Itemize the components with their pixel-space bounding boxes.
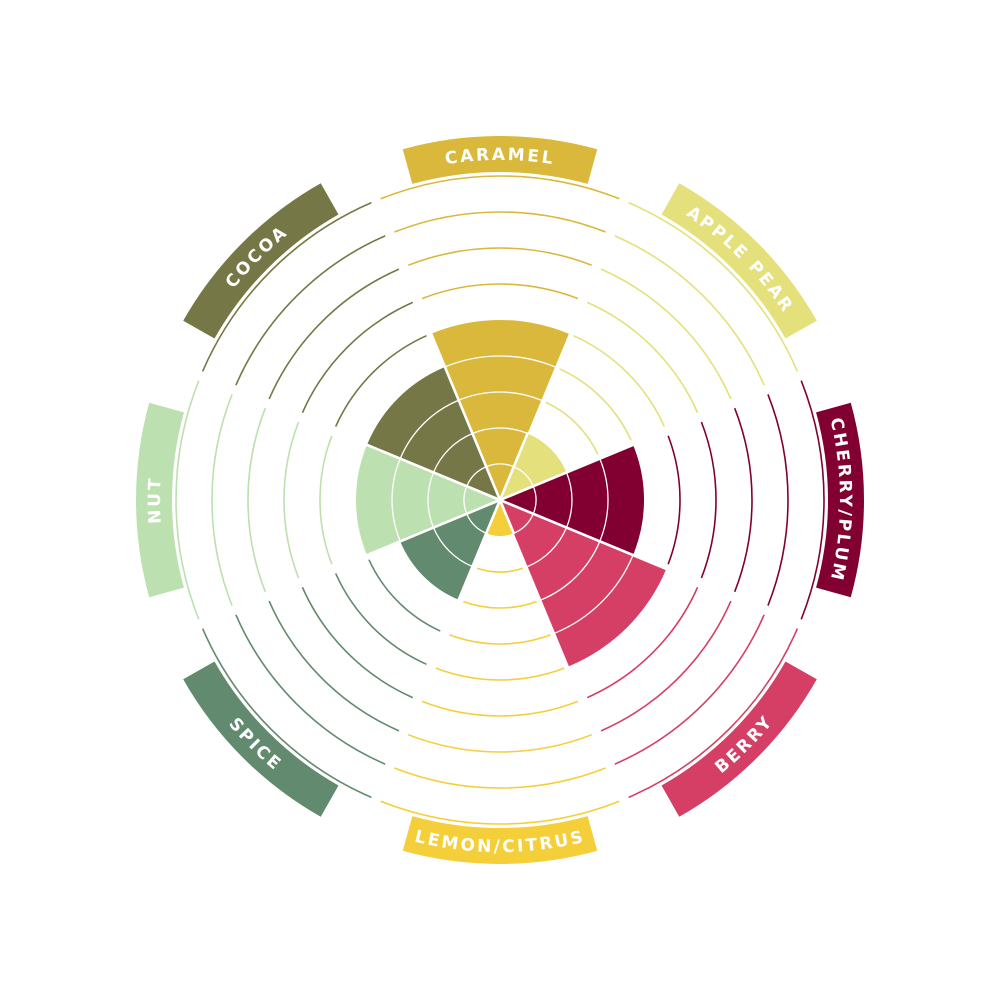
wedge-separator-spice bbox=[457, 499, 502, 602]
guide-ring-apple-pear-8 bbox=[614, 235, 765, 386]
label-band-spice bbox=[183, 661, 339, 817]
guide-ring-spice-5 bbox=[334, 573, 427, 666]
label-band-lemon-citrus bbox=[402, 816, 598, 864]
guide-ring-apple-pear-6 bbox=[586, 301, 699, 414]
wedge-cocoa bbox=[366, 366, 500, 500]
label-band-cherry-plum bbox=[816, 402, 864, 598]
guide-ring-berry-7 bbox=[600, 600, 732, 732]
wedge-separator-cocoa bbox=[365, 443, 501, 502]
wedge-caramel bbox=[431, 319, 569, 500]
wedge-gridline-berry-1 bbox=[513, 513, 534, 534]
guide-ring-caramel-8 bbox=[394, 211, 606, 233]
guide-ring-apple-pear-7 bbox=[600, 268, 732, 400]
guide-ring-spice-8 bbox=[235, 614, 386, 765]
wedge-separator-cherry-plum bbox=[499, 443, 635, 502]
guide-ring-cherry-plum-9 bbox=[800, 380, 825, 620]
label-band-berry bbox=[661, 661, 817, 817]
flavor-wedges bbox=[355, 319, 667, 667]
wedge-gridline-nut-1 bbox=[463, 485, 468, 515]
wedge-gridline-cocoa-2 bbox=[432, 432, 473, 473]
label-band-cocoa bbox=[183, 183, 339, 339]
guide-ring-lemon-citrus-7 bbox=[407, 733, 593, 753]
guide-ring-lemon-citrus-2 bbox=[476, 567, 524, 573]
guide-ring-lemon-citrus-3 bbox=[463, 600, 537, 609]
guide-ring-nut-8 bbox=[211, 394, 233, 606]
label-apple-pear: APPLE PEAR bbox=[683, 203, 798, 318]
wedge-gridline-caramel-2 bbox=[472, 427, 528, 435]
wedge-separator-apple-pear bbox=[498, 432, 530, 501]
guide-ring-cherry-plum-6 bbox=[700, 421, 717, 579]
guide-ring-cocoa-5 bbox=[334, 334, 427, 427]
guide-ring-caramel-9 bbox=[380, 175, 620, 200]
label-band-nut bbox=[136, 402, 184, 598]
label-nut: NUT bbox=[145, 476, 166, 525]
guide-ring-nut-9 bbox=[175, 380, 200, 620]
guide-ring-caramel-7 bbox=[407, 247, 593, 267]
wedge-gridline-caramel-4 bbox=[444, 355, 556, 368]
guide-ring-cocoa-8 bbox=[235, 235, 386, 386]
guide-ring-caramel-6 bbox=[421, 283, 579, 300]
wedge-separator-lemon-citrus bbox=[498, 499, 516, 535]
guide-ring-lemon-citrus-4 bbox=[449, 634, 551, 645]
guide-ring-cocoa-6 bbox=[301, 301, 414, 414]
wedge-apple-pear bbox=[500, 433, 567, 500]
guide-ring-lemon-citrus-8 bbox=[394, 767, 606, 789]
wedge-gridline-nut-2 bbox=[427, 472, 435, 528]
guide-ring-spice-6 bbox=[301, 586, 414, 699]
wedge-lemon-citrus bbox=[486, 500, 514, 537]
guide-ring-cocoa-9 bbox=[201, 201, 372, 372]
guide-ring-nut-5 bbox=[319, 435, 333, 565]
wedge-gridline-spice-2 bbox=[432, 527, 473, 568]
wedge-gridline-nut-3 bbox=[391, 458, 401, 542]
guide-ring-lemon-citrus-6 bbox=[421, 700, 579, 717]
guide-ring-cherry-plum-5 bbox=[667, 435, 681, 565]
wedge-gridline-berry-3 bbox=[541, 541, 601, 601]
guide-ring-lemon-citrus-5 bbox=[435, 667, 565, 681]
wedge-separator-nut bbox=[365, 498, 501, 557]
wedge-gridline-berry-2 bbox=[527, 527, 568, 568]
guide-ring-berry-9 bbox=[628, 628, 799, 799]
wedge-spice bbox=[400, 500, 500, 600]
wedge-gridline-cherry-plum-1 bbox=[532, 485, 537, 515]
wedge-separator-caramel bbox=[429, 332, 502, 501]
guide-ring-spice-7 bbox=[268, 600, 400, 732]
category-label-bands bbox=[136, 136, 864, 864]
guide-ring-spice-9 bbox=[201, 628, 372, 799]
guide-ring-spice-4 bbox=[368, 559, 441, 632]
wedge-gridline-caramel-3 bbox=[458, 391, 542, 401]
guide-ring-apple-pear-9 bbox=[628, 201, 799, 372]
guide-ring-cherry-plum-7 bbox=[733, 407, 753, 593]
wedge-gridline-apple-pear-1 bbox=[513, 466, 534, 487]
guide-ring-nut-7 bbox=[247, 407, 267, 593]
guide-ring-apple-pear-3 bbox=[545, 401, 599, 455]
guide-ring-apple-pear-5 bbox=[573, 334, 666, 427]
guide-rings bbox=[175, 175, 825, 825]
wedge-gridline-caramel-1 bbox=[485, 463, 515, 468]
wedge-gridline-cherry-plum-3 bbox=[599, 458, 609, 542]
guide-ring-cherry-plum-8 bbox=[767, 394, 789, 606]
wedge-separator-berry bbox=[499, 498, 668, 571]
guide-ring-berry-6 bbox=[586, 586, 699, 699]
wedge-gridline-cherry-plum-2 bbox=[565, 472, 573, 528]
label-band-caramel bbox=[402, 136, 598, 184]
guide-ring-apple-pear-4 bbox=[559, 368, 632, 441]
wedge-gridline-spice-1 bbox=[466, 513, 487, 534]
wedge-gridlines bbox=[365, 332, 668, 634]
wedge-gridline-cocoa-3 bbox=[399, 399, 459, 459]
wedge-berry bbox=[500, 500, 667, 667]
guide-ring-berry-8 bbox=[614, 614, 765, 765]
guide-ring-cocoa-7 bbox=[268, 268, 400, 400]
guide-ring-nut-6 bbox=[283, 421, 300, 579]
wedge-gridline-cocoa-1 bbox=[466, 466, 487, 487]
guide-ring-lemon-citrus-9 bbox=[380, 800, 620, 825]
wedge-gridline-berry-4 bbox=[554, 554, 634, 634]
label-band-apple-pear bbox=[661, 183, 817, 339]
